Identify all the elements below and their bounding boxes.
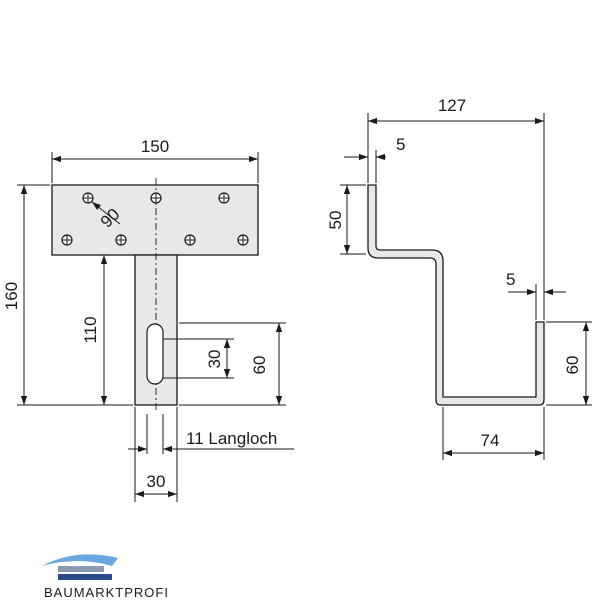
logo-bar-icon [58, 574, 112, 580]
stem-height-label: 110 [81, 316, 100, 343]
hook-width-label: 74 [481, 431, 500, 450]
hole [184, 234, 196, 246]
hole [237, 234, 249, 246]
flange-thickness-label: 5 [396, 135, 405, 154]
slot-note: 11 Langloch [186, 429, 277, 448]
hole [61, 234, 73, 246]
angle-arrow [91, 201, 121, 225]
brand-name: BAUMARKTPROFI [44, 585, 169, 600]
hook-thickness-label: 5 [506, 270, 515, 289]
hole [218, 192, 230, 204]
height-label: 160 [2, 282, 21, 310]
hole [82, 192, 94, 204]
logo-swoosh-icon [42, 554, 118, 566]
logo-bar-icon [58, 566, 104, 572]
mounting-holes [61, 192, 249, 246]
bracket-profile [367, 184, 545, 406]
total-depth-label: 127 [438, 96, 466, 115]
hole [115, 234, 127, 246]
slot-length-label: 30 [205, 350, 224, 369]
stem-width-label: 30 [147, 472, 166, 491]
hole [150, 192, 162, 204]
brand-logo: BAUMARKTPROFI [42, 554, 169, 600]
flange-height-label: 50 [326, 211, 345, 230]
slot-hole [146, 323, 164, 385]
hook-height-label: 60 [563, 356, 582, 375]
side-view: 127 5 50 5 60 74 [326, 96, 592, 460]
slot-offset-label: 60 [250, 356, 269, 375]
width-label: 150 [141, 137, 169, 156]
front-view: 90 150 160 110 30 60 11 Langloch [2, 137, 294, 502]
